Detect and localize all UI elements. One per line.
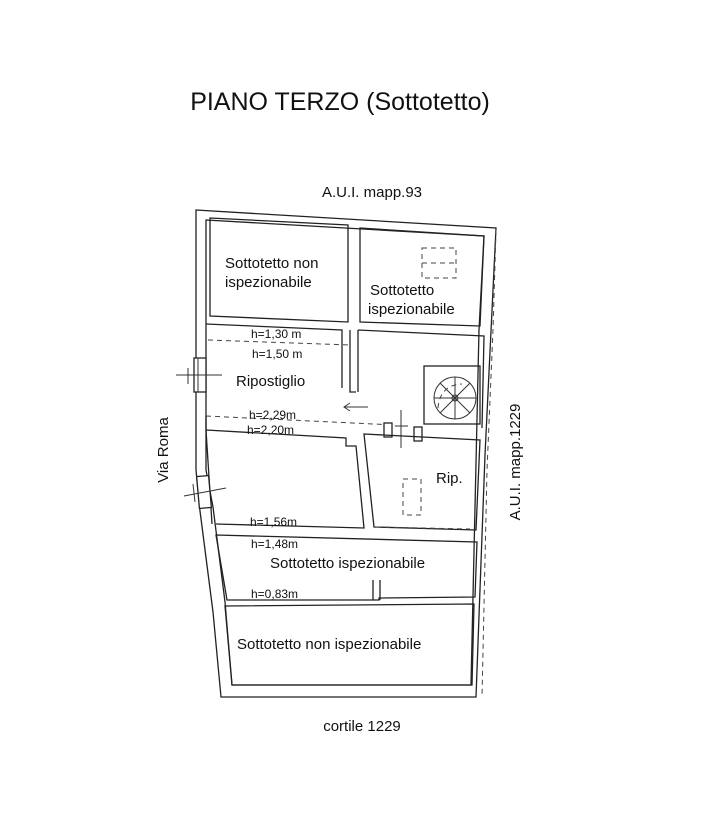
- rip-label: Rip.: [436, 470, 463, 487]
- height-line-3: [375, 526, 471, 530]
- room-middle-strip-label: Sottotetto ispezionabile: [270, 555, 425, 572]
- plan-title: PIANO TERZO (Sottotetto): [190, 88, 490, 116]
- stair-step-4: [454, 397, 471, 414]
- height-label-1: h=1,30 m: [251, 327, 301, 341]
- height-label-2: h=1,50 m: [252, 347, 302, 361]
- stair-step-6: [439, 397, 456, 414]
- boundary-right-label: A.U.I. mapp.1229: [507, 404, 524, 521]
- boundary-top-label: A.U.I. mapp.93: [322, 184, 422, 201]
- room-middle-strip: h=1,48m Sottotetto ispezionabile h=0,83m: [215, 534, 478, 601]
- door-jamb-left: [383, 422, 393, 438]
- room-rip: Rip.: [363, 433, 481, 531]
- room-lower-left: h=1,56m: [205, 429, 365, 529]
- door-jamb-right: [413, 426, 423, 442]
- room-nw: Sottotetto non ispezionabile: [209, 217, 349, 323]
- room-nw-label-1: Sottotetto non: [225, 255, 318, 272]
- stair-step-2: [454, 382, 471, 399]
- room-bottom-strip: Sottotetto non ispezionabile: [224, 603, 475, 686]
- height-label-3: h=2,29m: [249, 408, 296, 422]
- right-property-line: [481, 229, 497, 698]
- room-lower-left-walls: [205, 429, 365, 529]
- room-nw-walls: [209, 217, 349, 323]
- window-lower-tick: [192, 483, 196, 503]
- boundary-bottom-label: cortile 1229: [323, 718, 401, 735]
- spiral-stair-box: [423, 365, 481, 425]
- room-rip-walls: [363, 433, 481, 531]
- boundary-left-label: Via Roma: [155, 417, 172, 483]
- room-ne: Sottotetto ispezionabile: [359, 227, 485, 327]
- room-nw-label-2: ispezionabile: [225, 274, 312, 291]
- rip-hatch: [402, 478, 422, 516]
- room-bottom-strip-walls: [224, 603, 475, 686]
- window-upper: [176, 357, 222, 393]
- window-lower-axis: [183, 487, 227, 497]
- stair-direction-arc: [437, 383, 463, 409]
- room-ne-label-2: ispezionabile: [368, 301, 455, 318]
- window-lower: [183, 474, 227, 510]
- room-bottom-strip-label: Sottotetto non ispezionabile: [237, 636, 421, 653]
- direction-arrowhead: [343, 402, 351, 412]
- room-ne-walls: [359, 227, 485, 327]
- height-line-2: [205, 415, 396, 426]
- ripostiglio-wall-right: [349, 330, 356, 393]
- height-label-7: h=0,83m: [251, 587, 298, 601]
- hall-walls: [357, 329, 485, 429]
- room-ripostiglio: h=1,30 m h=1,50 m Ripostiglio h=2,29m h=…: [205, 323, 396, 437]
- stair-step-8: [439, 382, 456, 399]
- ripostiglio-wall-top: [205, 323, 343, 388]
- room-middle-strip-walls: [215, 534, 478, 601]
- room-ne-label-1: Sottotetto: [370, 282, 434, 299]
- height-label-6: h=1,48m: [251, 537, 298, 551]
- ripostiglio-label: Ripostiglio: [236, 373, 305, 390]
- stair-hall: [357, 329, 485, 448]
- height-label-5: h=1,56m: [250, 515, 297, 529]
- height-line-1: [207, 339, 351, 346]
